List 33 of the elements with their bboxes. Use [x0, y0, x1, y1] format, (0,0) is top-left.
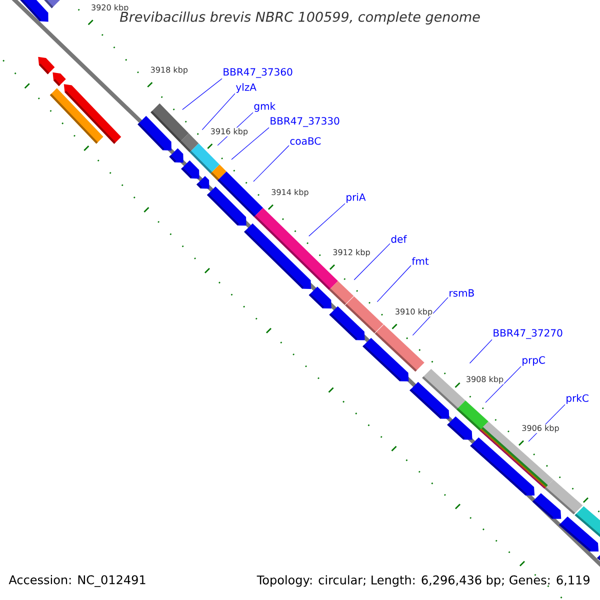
genome-info-text: Topology: circular; Length: 6,296,436 bp; Genes: 6,119 — [256, 575, 590, 587]
gene-label: BBR47_37330 — [270, 117, 340, 127]
leader-line — [231, 127, 270, 160]
scale-label: 3912 kbp — [332, 248, 371, 258]
leader-line — [354, 243, 390, 280]
scale-label: 3914 kbp — [270, 188, 310, 198]
leader-line — [485, 366, 522, 403]
gene-label: fmt — [412, 257, 429, 265]
gene-label: prkC — [566, 394, 588, 404]
gene-label: gmk — [254, 102, 276, 112]
scale-label: 3916 kbp — [210, 128, 249, 136]
gene-label: def — [391, 235, 407, 243]
scale-label: 3918 kbp — [150, 66, 188, 75]
scale-label: 3906 kbp — [521, 424, 560, 434]
scale-label: 3908 kbp — [465, 375, 504, 384]
gene-label: coaBC — [290, 137, 321, 145]
gene-label: rsmB — [450, 289, 474, 297]
leader-line — [412, 297, 448, 336]
accession-text: Accession: NC_012491 — [8, 575, 146, 587]
leader-line — [253, 145, 290, 182]
leader-line — [308, 203, 346, 236]
scale-label: 3910 kbp — [394, 308, 434, 317]
leader-line — [469, 339, 492, 364]
leader-line — [202, 93, 236, 130]
leader-line — [182, 78, 222, 110]
leader-line — [376, 265, 412, 302]
gene-label: priA — [346, 193, 366, 203]
scale-label: 3920 kbp — [90, 4, 130, 12]
gene-label: BBR47_37360 — [224, 68, 292, 78]
title: Brevibacillus brevis NBRC 100599, complete genome — [118, 10, 482, 26]
gene-label: BBR47_37270 — [494, 329, 562, 339]
gene-label: prpC — [522, 356, 545, 366]
gene-label: ylzA — [236, 83, 256, 93]
